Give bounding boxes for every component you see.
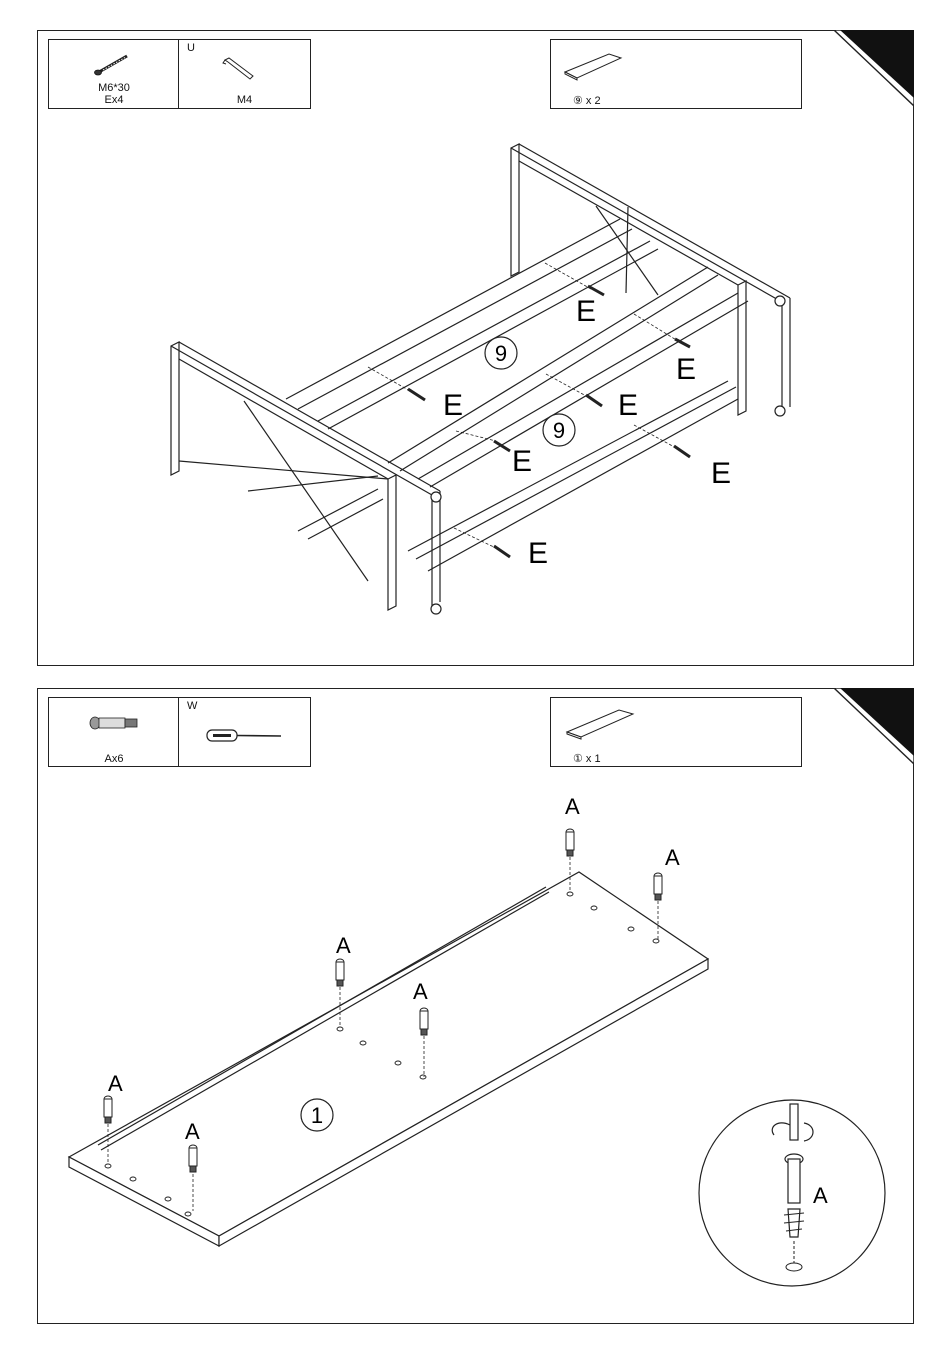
cam-a-label-3: A	[336, 933, 351, 958]
step-panel-1: M6*30 Ex4 U M4 ⑨ x 2	[37, 30, 914, 666]
board-1	[69, 872, 708, 1246]
board-cam-diagram: A A A A A A 1 A	[38, 689, 915, 1325]
screw-e-label-4: E	[618, 389, 638, 422]
panel-callout: 1	[311, 1103, 323, 1128]
panel-callout-2: 9	[553, 418, 565, 443]
cam-dowel-4	[420, 1008, 428, 1035]
cam-dowel-1	[104, 1096, 112, 1123]
cam-dowel-6	[654, 873, 662, 900]
cam-dowel-2	[189, 1145, 197, 1172]
screw-e-label-7: E	[528, 537, 548, 570]
screw-e-label-5: E	[512, 445, 532, 478]
frame-assembly-diagram: E E E E E E E 9 9	[38, 31, 915, 667]
cam-a-label-6: A	[665, 845, 680, 870]
cam-a-label-1: A	[108, 1071, 123, 1096]
cam-dowel-3	[336, 959, 344, 986]
panel-callout-1: 9	[495, 341, 507, 366]
cam-a-label-5: A	[565, 794, 580, 819]
screw-e-label-2: E	[676, 353, 696, 386]
desk-frame	[171, 144, 790, 610]
step-panel-2: Ax6 W ① x 1	[37, 688, 914, 1324]
cam-dowel-5	[566, 829, 574, 856]
cam-a-label-4: A	[413, 979, 428, 1004]
detail-a-label: A	[813, 1183, 828, 1208]
detail-inset: A	[699, 1100, 885, 1286]
screw-e-label-6: E	[711, 457, 731, 490]
screw-e-label-3: E	[443, 389, 463, 422]
cam-a-label-2: A	[185, 1119, 200, 1144]
screw-e-label-1: E	[576, 295, 596, 328]
